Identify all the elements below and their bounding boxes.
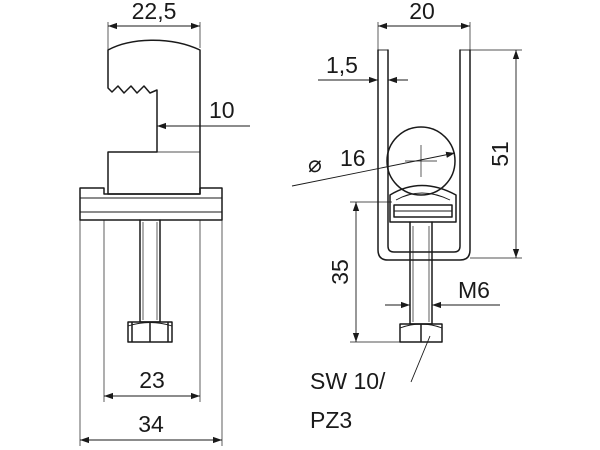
wrench-size-callout: SW 10/ PZ3: [310, 335, 431, 433]
dim-51: 51: [470, 49, 522, 259]
dim-23-label: 23: [139, 367, 165, 393]
saddle: [389, 184, 457, 223]
strap-outer: [377, 49, 471, 261]
diameter-symbol: ⌀: [308, 151, 322, 177]
dim-23: 23: [103, 220, 201, 402]
strap-inner: [387, 49, 461, 253]
bolt-head-front: [399, 323, 443, 343]
base-rail-side: [79, 187, 223, 221]
dim-m6: M6: [385, 277, 500, 309]
clamp-body-side: [107, 39, 201, 195]
dim-1-5: 1,5: [318, 52, 408, 84]
wrench-size-line2: PZ3: [310, 407, 352, 433]
dim-20: 20: [377, 0, 471, 50]
dim-22-5: 22,5: [107, 0, 201, 86]
dim-10: 10: [157, 97, 250, 130]
dim-34: 34: [79, 220, 223, 446]
dim-m6-label: M6: [458, 277, 490, 303]
dim-diameter-16: ⌀ 16: [291, 145, 456, 187]
dim-35: 35: [327, 201, 402, 343]
dim-20-label: 20: [409, 0, 435, 24]
dim-51-label: 51: [487, 141, 513, 167]
dim-16-label: 16: [340, 145, 366, 171]
wrench-size-line1: SW 10/: [310, 368, 386, 394]
dim-35-label: 35: [327, 259, 353, 285]
dim-10-label: 10: [209, 97, 235, 123]
dim-22-5-label: 22,5: [132, 0, 177, 24]
cable-circle: [386, 126, 456, 196]
front-view: 20 1,5 ⌀ 16 51 35: [291, 0, 522, 433]
bolt-head-side: [127, 321, 173, 343]
dim-1-5-label: 1,5: [326, 52, 358, 78]
dim-34-label: 34: [138, 411, 164, 437]
side-view: 22,5 10 23 34: [79, 0, 250, 446]
